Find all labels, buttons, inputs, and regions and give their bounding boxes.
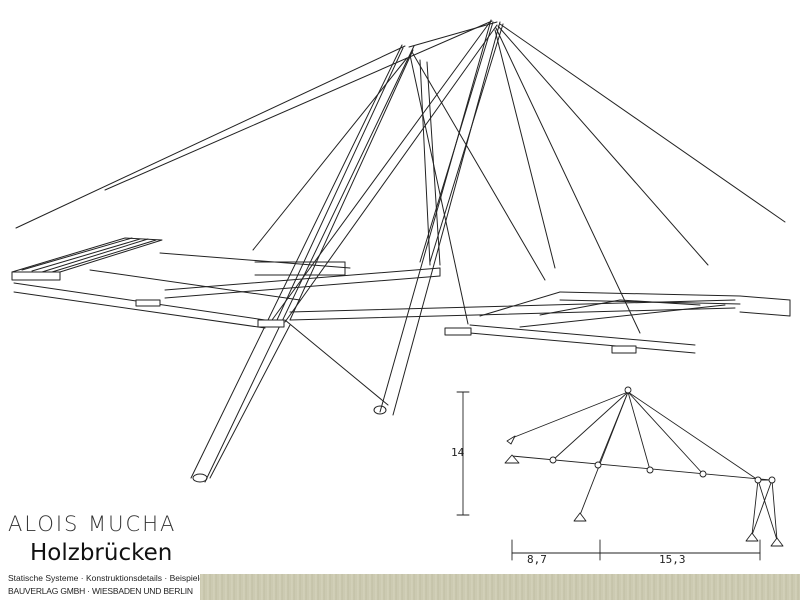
stay-cables xyxy=(15,20,786,479)
book-title: Holzbrücken xyxy=(30,540,173,566)
span-left-dimension-label: 8,7 xyxy=(527,553,547,566)
pylon-back-strut xyxy=(419,21,504,263)
cover-spine-band xyxy=(200,574,800,600)
author-name: ALOIS MUCHA xyxy=(8,512,177,536)
span-right-dimension-label: 15,3 xyxy=(659,553,686,566)
bridge-drawing: 14 8,7 15,3 xyxy=(11,19,791,566)
book-subtitle: Statische Systeme · Konstruktionsdetails… xyxy=(8,573,205,583)
pylon-left-mast xyxy=(190,44,415,483)
pylon-strut xyxy=(271,21,498,323)
height-dimension-label: 14 xyxy=(451,446,465,459)
pylon-main-mast xyxy=(379,19,501,416)
bridge-deck xyxy=(11,237,791,483)
static-system-diagram xyxy=(456,386,784,561)
publisher: BAUVERLAG GMBH · WIESBADEN UND BERLIN xyxy=(8,586,193,596)
